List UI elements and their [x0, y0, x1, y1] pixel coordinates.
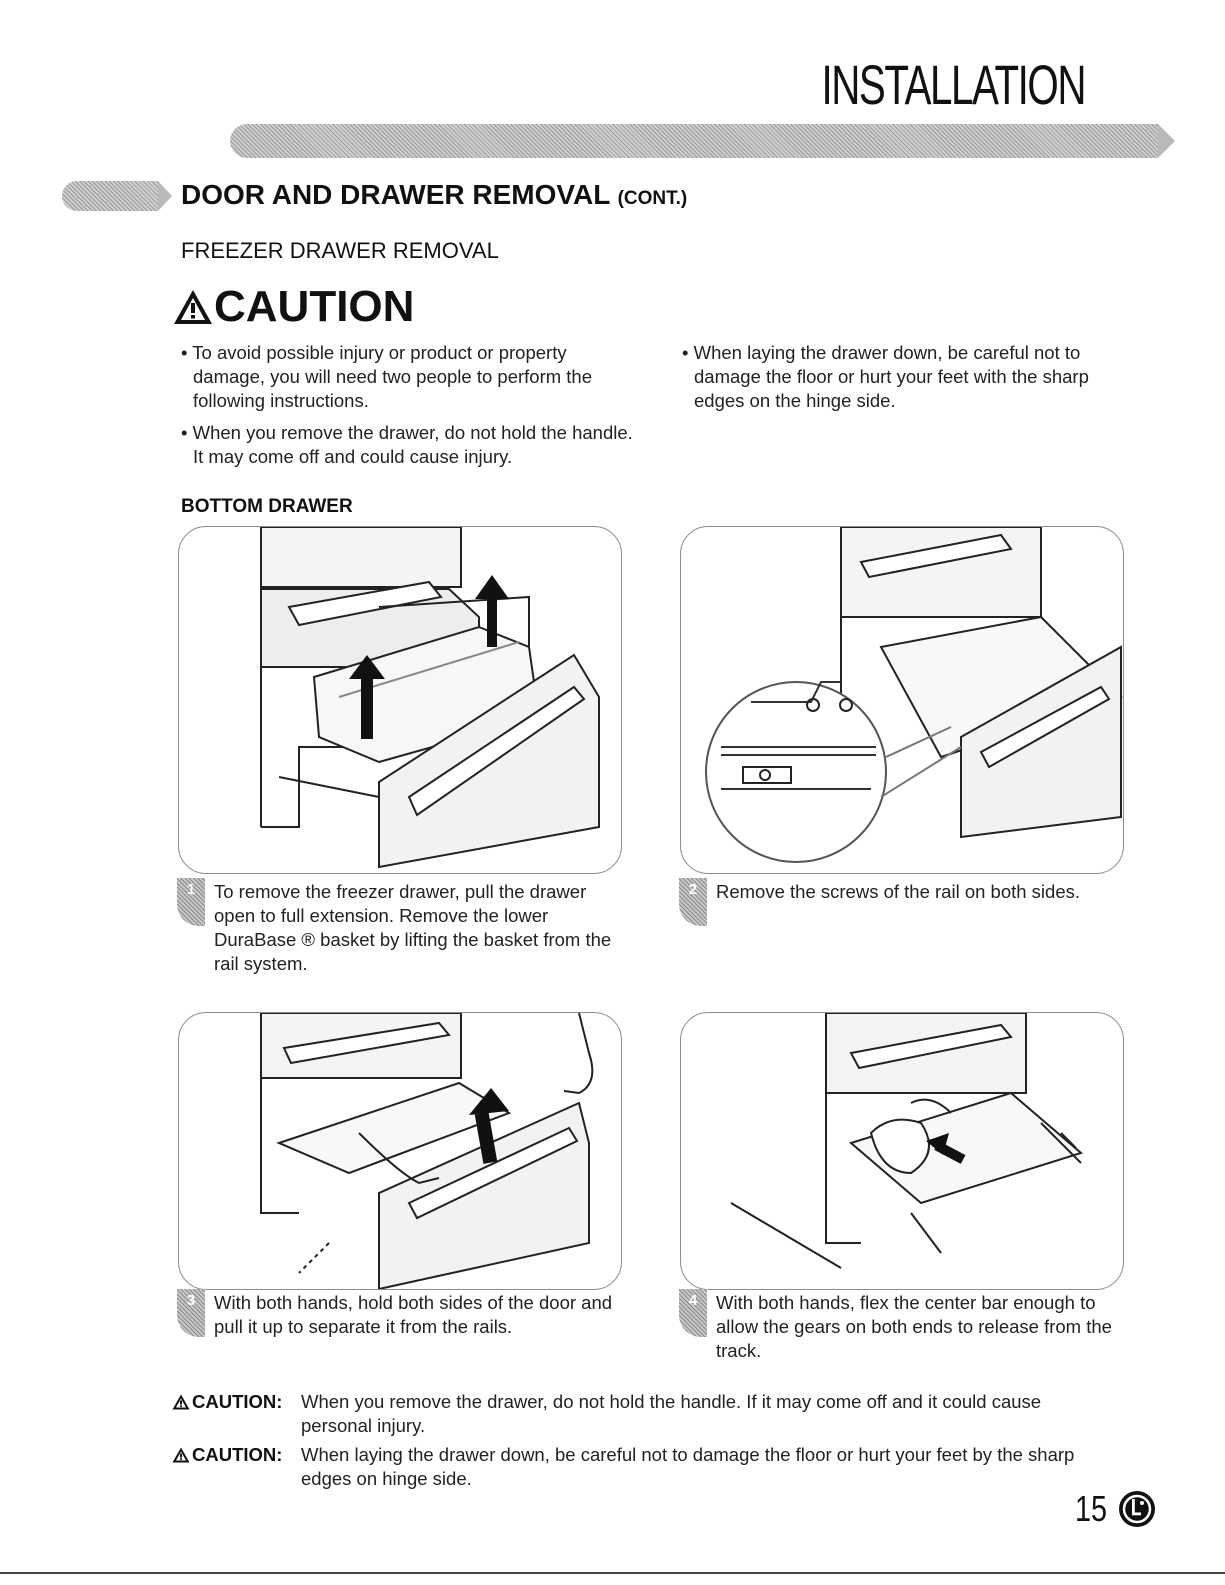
- figure-step-2: [680, 526, 1124, 874]
- warning-icon: [172, 1447, 190, 1463]
- page-title-text: DOOR AND DRAWER REMOVAL: [181, 179, 610, 210]
- caution-note-label: CAUTION:: [172, 1443, 301, 1467]
- bottom-rule: [0, 1572, 1225, 1574]
- step-number-badge: 3: [177, 1289, 205, 1337]
- caution-note-text: When you remove the drawer, do not hold …: [301, 1391, 1042, 1436]
- header-bar: [230, 124, 1175, 158]
- rail-screw-illustration: [705, 527, 1123, 863]
- figure-step-4: [680, 1012, 1124, 1290]
- subtitle: FREEZER DRAWER REMOVAL: [181, 238, 499, 263]
- caution-heading-text: CAUTION: [214, 282, 415, 331]
- step-1: 1 To remove the freezer drawer, pull the…: [177, 878, 622, 976]
- heading-tab: [62, 181, 172, 211]
- figure-step-3: [178, 1012, 622, 1290]
- step-3: 3 With both hands, hold both sides of th…: [177, 1289, 622, 1339]
- step-4: 4 With both hands, flex the center bar e…: [679, 1289, 1124, 1363]
- caution-item: To avoid possible injury or product or p…: [181, 341, 641, 413]
- caution-item: When you remove the drawer, do not hold …: [181, 421, 641, 469]
- caution-item: When laying the drawer down, be careful …: [682, 341, 1132, 413]
- step-text: With both hands, flex the center bar eno…: [716, 1292, 1112, 1361]
- caution-heading: CAUTION: [172, 282, 414, 332]
- caution-note-1: CAUTION: When you remove the drawer, do …: [172, 1390, 1111, 1438]
- page-number: 15: [1075, 1488, 1108, 1529]
- page-title-suffix: (CONT.): [617, 188, 688, 209]
- caution-note-text: When laying the drawer down, be careful …: [301, 1444, 1075, 1489]
- step-number-badge: 4: [679, 1289, 707, 1337]
- step-text: To remove the freezer drawer, pull the d…: [214, 881, 612, 974]
- page-title: DOOR AND DRAWER REMOVAL (CONT.): [181, 179, 687, 211]
- figure-step-1: [178, 526, 622, 874]
- caution-note-label: CAUTION:: [172, 1390, 301, 1414]
- drawer-basket-illustration: [260, 527, 600, 869]
- caution-note-label-text: CAUTION:: [192, 1444, 283, 1465]
- section-heading-bottom-drawer: BOTTOM DRAWER: [181, 496, 353, 517]
- step-number-badge: 2: [679, 878, 707, 926]
- door-lift-illustration: [260, 1013, 594, 1289]
- lg-logo-icon: [1119, 1491, 1155, 1527]
- caution-list-left: To avoid possible injury or product or p…: [181, 341, 641, 477]
- step-number-badge: 1: [177, 878, 205, 926]
- warning-icon: [174, 290, 212, 324]
- center-bar-flex-illustration: [730, 1013, 1084, 1269]
- caution-note-label-text: CAUTION:: [192, 1391, 283, 1412]
- step-text: With both hands, hold both sides of the …: [214, 1292, 613, 1337]
- section-title: INSTALLATION: [821, 53, 1086, 116]
- step-2: 2 Remove the screws of the rail on both …: [679, 878, 1124, 926]
- caution-list-right: When laying the drawer down, be careful …: [682, 341, 1132, 421]
- step-text: Remove the screws of the rail on both si…: [716, 881, 1081, 902]
- caution-note-2: CAUTION: When laying the drawer down, be…: [172, 1443, 1111, 1491]
- warning-icon: [172, 1394, 190, 1410]
